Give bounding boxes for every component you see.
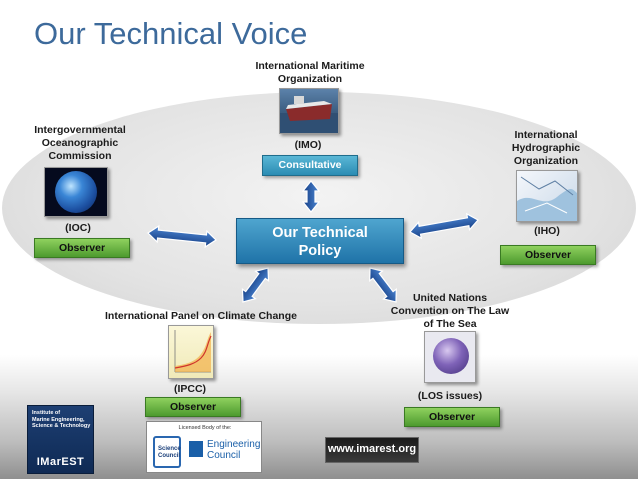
los-name-line3: of The Sea [423, 318, 477, 330]
los-name-line2: Convention on The Law [390, 305, 510, 317]
arrow-policy-ipcc [241, 267, 270, 303]
iho-name: International Hydrographic Organization [496, 129, 596, 168]
climate-chart-photo-icon [168, 325, 214, 379]
council-logos: Licensed Body of the: Science Council En… [146, 421, 262, 473]
engineering-council-text: Engineering Council [207, 439, 260, 461]
arrow-policy-los-shape [369, 267, 397, 303]
iho-name-line2: Hydrographic [511, 142, 581, 154]
imarest-line3: Science & Technology [32, 423, 91, 429]
ioc-name-line1: Intergovernmental [34, 124, 126, 136]
arrow-policy-imo [301, 180, 321, 213]
nautical-chart-photo-icon [516, 170, 578, 222]
page-title: Our Technical Voice [34, 16, 308, 51]
policy-label-line2: Policy [298, 243, 342, 259]
ioc-name: Intergovernmental Oceanographic Commissi… [26, 124, 134, 163]
imarest-wordmark: IMarEST [36, 456, 85, 468]
sphere-photo-icon [424, 331, 476, 383]
engineering-council-icon [189, 441, 203, 457]
ship-photo-icon [279, 88, 339, 134]
imo-name: International Maritime Organization [240, 60, 380, 86]
ioc-abbr: (IOC) [65, 222, 91, 234]
arrow-policy-iho [409, 212, 479, 240]
los-name: United Nations Convention on The Law of … [380, 292, 520, 331]
website-banner[interactable]: www.imarest.org [325, 437, 419, 463]
ipcc-abbr: (IPCC) [173, 383, 207, 395]
los-abbr: (LOS issues) [417, 390, 483, 402]
globe-photo-icon [44, 167, 108, 217]
imo-abbr: (IMO) [294, 139, 322, 151]
bottom-band [0, 355, 638, 479]
ipcc-name: International Panel on Climate Change [105, 310, 297, 322]
sphere-icon [433, 338, 469, 374]
arrow-policy-ipcc-shape [241, 267, 270, 303]
ioc-name-line3: Commission [48, 150, 112, 162]
ioc-name-line2: Oceanographic [41, 137, 119, 149]
arrow-policy-ioc-shape [147, 224, 217, 249]
arrow-policy-ioc [147, 224, 217, 249]
imarest-line1: Institute of [32, 410, 61, 416]
iho-name-line3: Organization [513, 155, 579, 167]
imo-status-badge: Consultative [262, 155, 358, 176]
arrow-policy-iho-shape [409, 212, 479, 240]
engineering-council-line1: Engineering [207, 439, 261, 450]
science-council-text: Science Council [158, 446, 181, 460]
imarest-logo: Institute of Marine Engineering, Science… [27, 405, 94, 474]
imo-name-line2: Organization [277, 73, 343, 85]
science-council-line1: Science [158, 446, 181, 452]
globe-icon [55, 171, 97, 213]
iho-name-line1: International [514, 129, 578, 141]
ioc-status-badge: Observer [34, 238, 130, 258]
technical-policy-box: Our Technical Policy [236, 218, 404, 264]
imarest-logo-text: Institute of Marine Engineering, Science… [32, 410, 92, 430]
website-link[interactable]: www.imarest.org [327, 443, 417, 455]
science-council-logo: Science Council [153, 436, 181, 468]
iho-status-badge: Observer [500, 245, 596, 265]
los-status-badge: Observer [404, 407, 500, 427]
arrow-policy-los [369, 267, 397, 303]
engineering-council-line2: Council [207, 450, 241, 461]
arrow-policy-imo-shape [301, 180, 321, 213]
science-council-line2: Council [158, 453, 180, 459]
imo-name-line1: International Maritime [255, 60, 365, 72]
imarest-line2: Marine Engineering, [32, 416, 85, 423]
council-caption: Licensed Body of the: [178, 425, 232, 431]
policy-label-line1: Our Technical [272, 225, 368, 241]
iho-abbr: (IHO) [534, 225, 560, 237]
los-name-line1: United Nations [412, 292, 488, 304]
ipcc-status-badge: Observer [145, 397, 241, 417]
